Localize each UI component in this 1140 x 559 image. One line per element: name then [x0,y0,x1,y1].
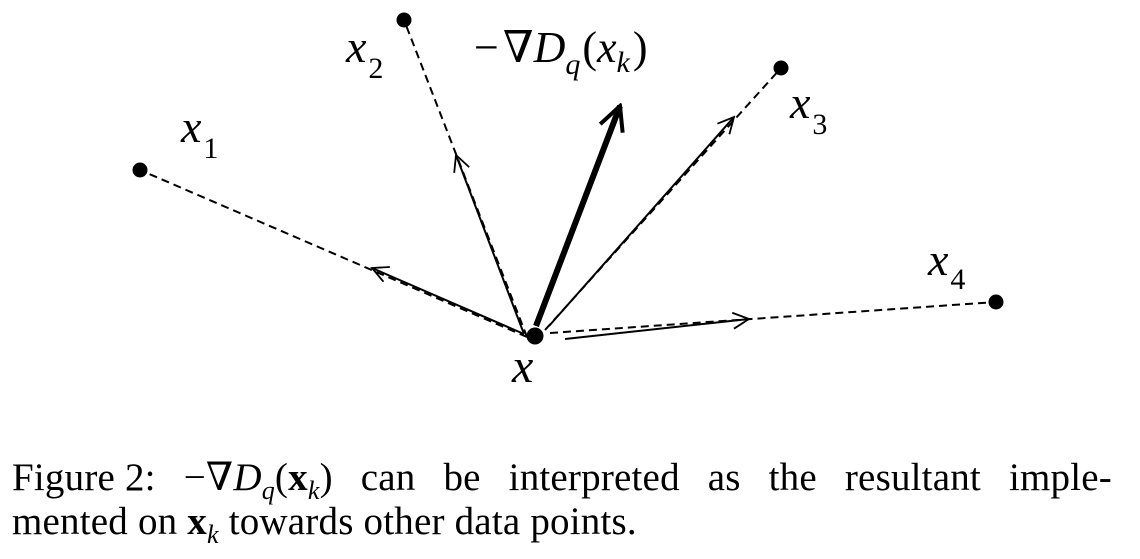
caption-word: be [443,456,481,499]
point-x1 [132,162,148,178]
force-arrow-x1 [372,268,525,335]
point-x3 [773,60,789,76]
caption-word: imple- [1008,456,1112,499]
label-x4: x4 [927,234,965,296]
label-x2: x2 [345,21,383,85]
label-gradient: −∇Dq(xk) [474,23,648,81]
dashed-line-x1 [139,169,528,338]
point-xk [526,327,544,345]
caption-word: resultant [844,456,981,499]
label-xk: x [511,340,533,393]
caption-prefix: Figure 2: [12,456,156,499]
point-x4 [988,294,1004,310]
force-arrow-x2 [456,155,525,335]
dashed-line-x4 [549,301,997,334]
label-x3: x3 [789,77,827,141]
figure-caption: Figure 2: −∇Dq(xk) can be interpreted as… [12,456,1112,549]
caption-line-1: Figure 2: −∇Dq(xk) can be interpreted as… [12,456,1112,505]
caption-word: the [768,456,817,499]
point-x2 [396,12,412,28]
diagram: x1 x2 x3 x4 x −∇Dq(xk) [132,12,1004,393]
caption-word: as [707,456,741,499]
caption-line-2: mented on xk towards other data points. [12,500,637,549]
caption-formula: −∇Dq(xk) [183,456,333,505]
resultant-arrow [533,106,620,328]
force-arrow-x3 [548,117,734,327]
label-x1: x1 [180,101,218,165]
force-arrow-x4 [564,319,749,340]
caption-word: interpreted [508,456,680,499]
caption-word: can [360,456,416,499]
